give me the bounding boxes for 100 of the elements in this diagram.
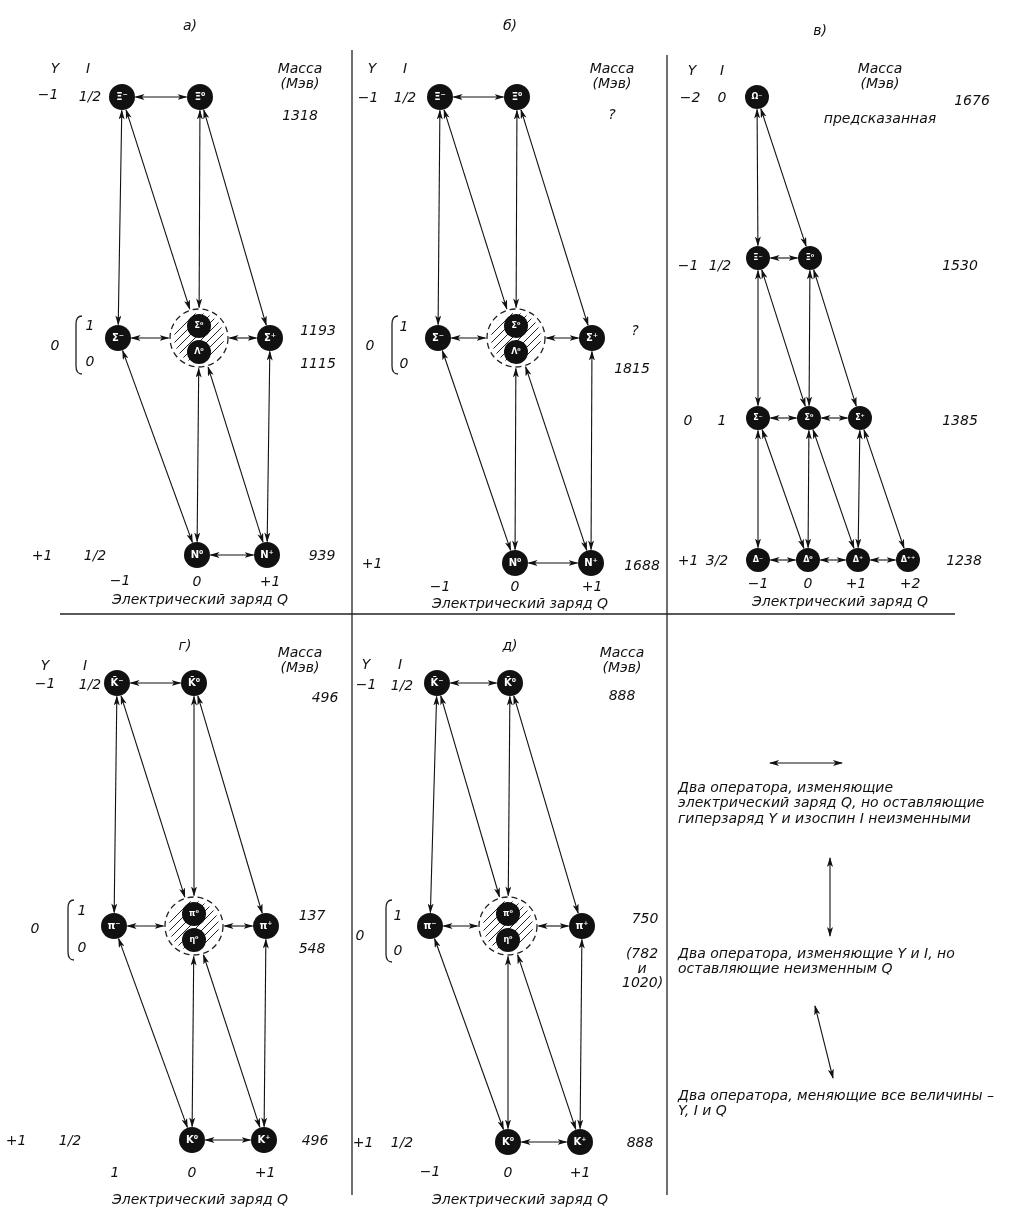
axis-label: +1	[581, 578, 603, 594]
particle-circle: K⁰	[495, 1129, 521, 1155]
double-arrow	[755, 269, 761, 407]
double-arrow	[806, 269, 813, 407]
double-arrow	[855, 429, 863, 549]
double-arrow	[505, 695, 513, 897]
double-arrow	[450, 335, 487, 341]
particle-circle: Δ⁺	[846, 548, 870, 572]
double-arrow	[512, 367, 519, 551]
axis-label: 1/2	[390, 677, 414, 693]
particle-circle: Λ⁰	[187, 340, 211, 364]
axis-label: 1	[85, 317, 95, 333]
axis-label: I	[82, 657, 88, 673]
axis-label: −1	[355, 676, 377, 692]
double-arrow	[452, 94, 505, 100]
double-arrow	[196, 109, 203, 309]
axis-label: 0	[503, 1164, 513, 1180]
particle-circle: η⁰	[182, 928, 206, 952]
double-arrow	[228, 335, 258, 341]
axis-label: I	[85, 60, 91, 76]
axis-label: д)	[502, 637, 518, 653]
axis-label: а)	[183, 17, 197, 33]
axis-label: 1815	[614, 360, 650, 376]
double-arrow	[441, 349, 512, 552]
double-arrow	[527, 560, 579, 566]
axis-label: Масса (Мэв)	[856, 61, 904, 91]
double-arrow	[520, 1139, 568, 1145]
particle-circle: K̄⁻	[104, 670, 130, 696]
particle-circle: π⁻	[417, 913, 443, 939]
axis-label: I	[402, 60, 408, 76]
double-arrow	[126, 923, 165, 929]
double-arrow	[120, 694, 186, 898]
double-arrow	[577, 938, 585, 1130]
axis-label: +2	[899, 575, 921, 591]
axis-label: +1	[5, 1132, 27, 1148]
axis-label: 888	[608, 687, 636, 703]
axis-label: в)	[813, 22, 827, 38]
axis-label: 1/2	[708, 257, 732, 273]
particle-circle: Σ⁰	[797, 406, 821, 430]
axis-label: 0	[50, 337, 60, 353]
particle-circle: K⁺	[251, 1127, 277, 1153]
double-arrow	[111, 695, 120, 914]
axis-label: +1	[31, 547, 53, 563]
particle-circle: Σ⁻	[105, 325, 131, 351]
particle-circle: Δ⁺⁺	[896, 548, 920, 572]
particle-circle: π⁰	[496, 902, 520, 926]
particle-circle: Δ⁰	[796, 548, 820, 572]
particle-circle: Σ⁺	[848, 406, 872, 430]
axis-label: г)	[178, 637, 192, 653]
particle-circle: K⁰	[179, 1127, 205, 1153]
axis-label: 750	[631, 910, 659, 926]
axis-label: 0	[355, 927, 365, 943]
double-arrow	[769, 415, 798, 421]
double-arrow	[537, 923, 570, 929]
particle-circle: η⁰	[496, 928, 520, 952]
particle-circle: K̄⁰	[497, 670, 523, 696]
particle-circle: Ξ⁰	[504, 84, 530, 110]
axis-label: 1	[110, 1164, 120, 1180]
axis-label: 496	[311, 689, 339, 705]
axis-label: 137	[298, 907, 326, 923]
double-arrow	[588, 350, 595, 551]
particle-circle: Δ⁻	[746, 548, 770, 572]
axis-label: −1	[419, 1163, 441, 1179]
double-arrow	[202, 954, 261, 1129]
axis-label: 0	[399, 355, 409, 371]
particle-circle: Ω⁻	[745, 85, 769, 109]
double-arrow	[203, 109, 267, 326]
axis-label: 1/2	[393, 89, 417, 105]
double-arrow	[125, 108, 191, 310]
axis-label: +1	[569, 1164, 591, 1180]
double-arrow	[129, 680, 182, 686]
axis-label: I	[719, 62, 725, 78]
axis-label: Электрический заряд Q	[431, 1191, 609, 1207]
axis-label: −1	[37, 86, 59, 102]
double-arrow	[442, 923, 479, 929]
axis-label: ?	[608, 106, 616, 122]
double-arrow	[513, 695, 579, 914]
axis-label: 0	[192, 573, 202, 589]
double-arrow	[761, 268, 806, 408]
particle-circle: π⁺	[253, 913, 279, 939]
double-arrow	[134, 94, 188, 100]
axis-label: 1	[393, 907, 403, 923]
particle-circle: K⁺	[567, 1129, 593, 1155]
legend-text: Два оператора, меняющие все величины – Y, I и Q	[678, 1088, 995, 1119]
particle-circle: Λ⁰	[504, 340, 528, 364]
double-arrow	[869, 557, 897, 563]
axis-label: Y	[40, 657, 50, 673]
particle-circle: Σ⁻	[746, 406, 770, 430]
axis-label: Y	[50, 60, 60, 76]
double-arrow	[440, 695, 500, 898]
particle-circle: Σ⁰	[187, 314, 211, 338]
axis-label: 0	[393, 942, 403, 958]
axis-label: 0	[187, 1164, 197, 1180]
particle-circle: N⁺	[254, 542, 280, 568]
axis-label: 1/2	[78, 676, 102, 692]
double-arrow	[813, 269, 857, 407]
double-arrow	[505, 955, 511, 1130]
axis-label: 1/2	[390, 1134, 414, 1150]
particle-circle: N⁰	[502, 550, 528, 576]
particle-circle: Ξ⁰	[798, 246, 822, 270]
